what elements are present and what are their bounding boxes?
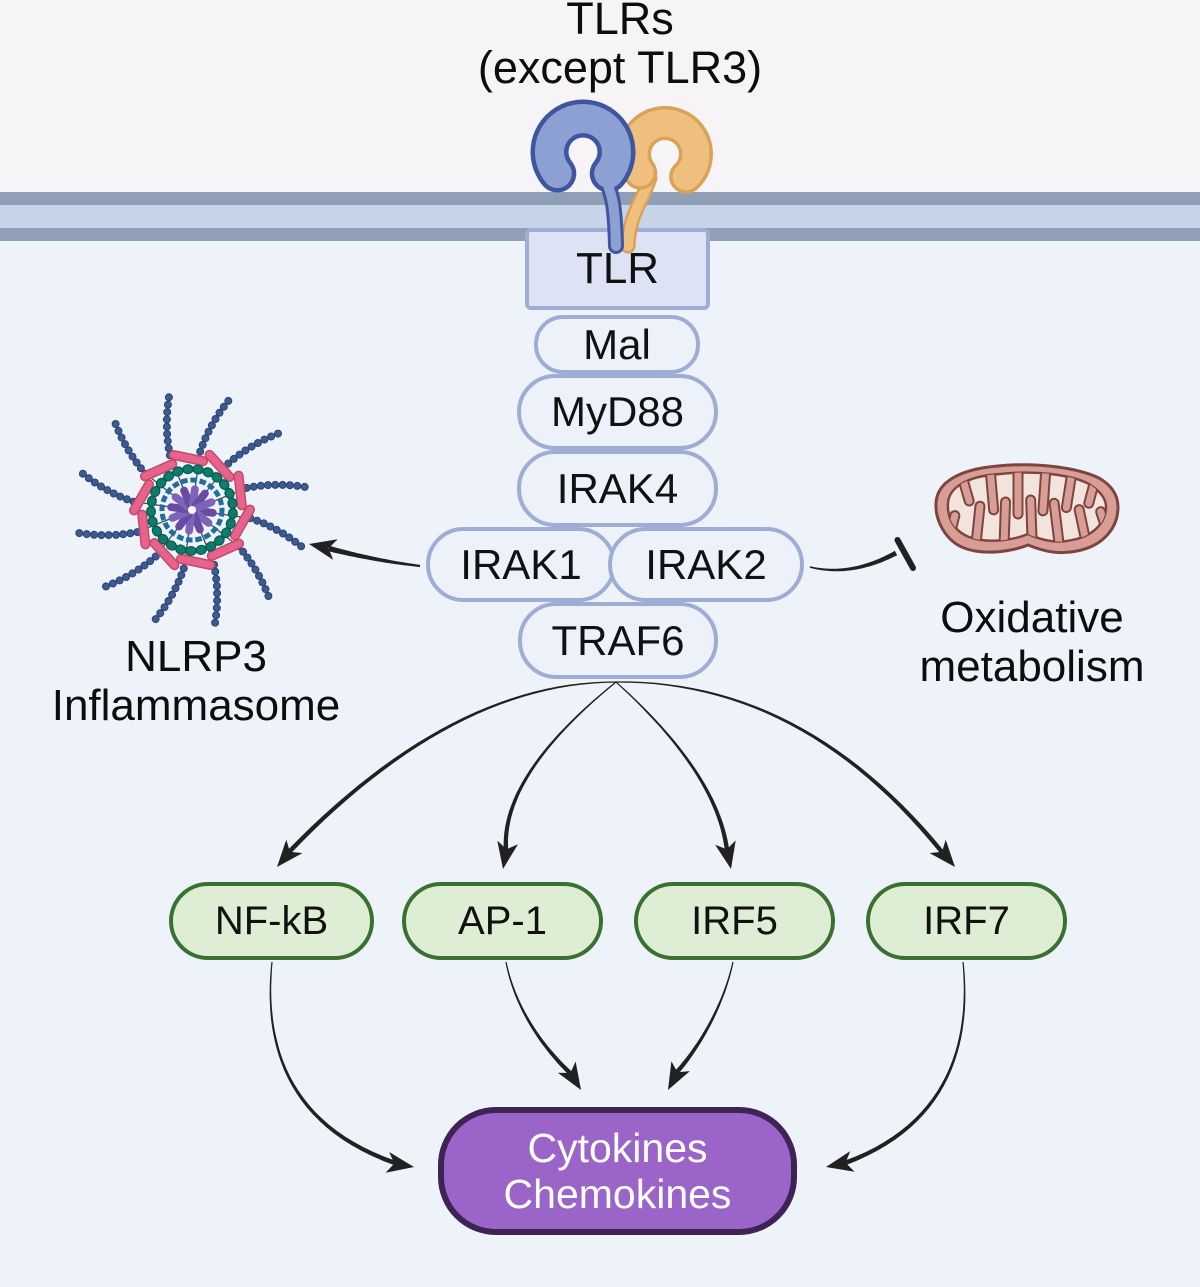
- arrow-traf6-to-irf5: [615, 681, 736, 869]
- node-traf6: TRAF6: [518, 602, 718, 679]
- node-ap1: AP-1: [402, 882, 603, 960]
- node-irak1-label: IRAK1: [460, 540, 582, 588]
- node-traf6-label: TRAF6: [551, 616, 685, 664]
- node-irf7: IRF7: [866, 882, 1067, 960]
- title-line1: TLRs: [566, 0, 674, 44]
- nlrp3-inflammasome-label: NLRP3 Inflammasome: [20, 632, 372, 730]
- oxidative-label-line2: metabolism: [919, 642, 1145, 691]
- node-irf5: IRF5: [634, 882, 835, 960]
- node-irak2-label: IRAK2: [645, 540, 767, 588]
- arrow-irak1-to-nlrp3-inflammasome: [309, 539, 421, 568]
- node-ap1-label: AP-1: [458, 898, 547, 943]
- nlrp3-label-line2: Inflammasome: [51, 681, 341, 730]
- title-line2: (except TLR3): [477, 42, 763, 93]
- node-tlr-label: TLR: [575, 244, 660, 293]
- node-myd88: MyD88: [517, 374, 718, 450]
- arrow-irf7-to-cytokines: [826, 961, 966, 1172]
- inhibition-irak2-to-oxidative-metabolism: [809, 537, 916, 572]
- node-cytokines-chemokines: Cytokines Chemokines: [438, 1107, 797, 1235]
- output-line2: Chemokines: [503, 1171, 732, 1217]
- oxidative-label-line1: Oxidative: [940, 593, 1124, 642]
- node-nfkb: NF-kB: [169, 882, 374, 960]
- node-myd88-label: MyD88: [550, 388, 685, 435]
- node-irak1: IRAK1: [426, 527, 616, 602]
- arrow-traf6-to-ap1: [497, 681, 617, 869]
- arrow-nfkb-to-cytokines: [269, 961, 414, 1173]
- node-irf7-label: IRF7: [923, 898, 1010, 943]
- node-tlr: TLR: [525, 228, 710, 310]
- mitochondrion-icon: [934, 463, 1120, 555]
- node-mal: Mal: [534, 315, 700, 374]
- node-mal-label: Mal: [583, 320, 651, 368]
- inhibition-tbar-icon: [894, 537, 916, 571]
- output-line1: Cytokines: [527, 1125, 708, 1171]
- node-nfkb-label: NF-kB: [214, 898, 329, 943]
- nlrp3-label-line1: NLRP3: [125, 632, 267, 681]
- arrow-ap1-to-cytokines: [505, 961, 581, 1090]
- arrow-irf5-to-cytokines: [668, 961, 734, 1090]
- node-irak4: IRAK4: [517, 450, 718, 527]
- diagram-title: TLRs (except TLR3): [320, 0, 920, 92]
- membrane-core: [0, 205, 1200, 228]
- node-irf5-label: IRF5: [691, 898, 778, 943]
- arrow-traf6-to-irf7: [616, 681, 955, 867]
- node-irak4-label: IRAK4: [556, 464, 679, 512]
- node-irak2: IRAK2: [608, 527, 804, 602]
- nlrp3-inflammasome-icon: [75, 393, 309, 627]
- membrane-outer-leaflet: [0, 192, 1200, 205]
- oxidative-metabolism-label: Oxidative metabolism: [882, 593, 1182, 691]
